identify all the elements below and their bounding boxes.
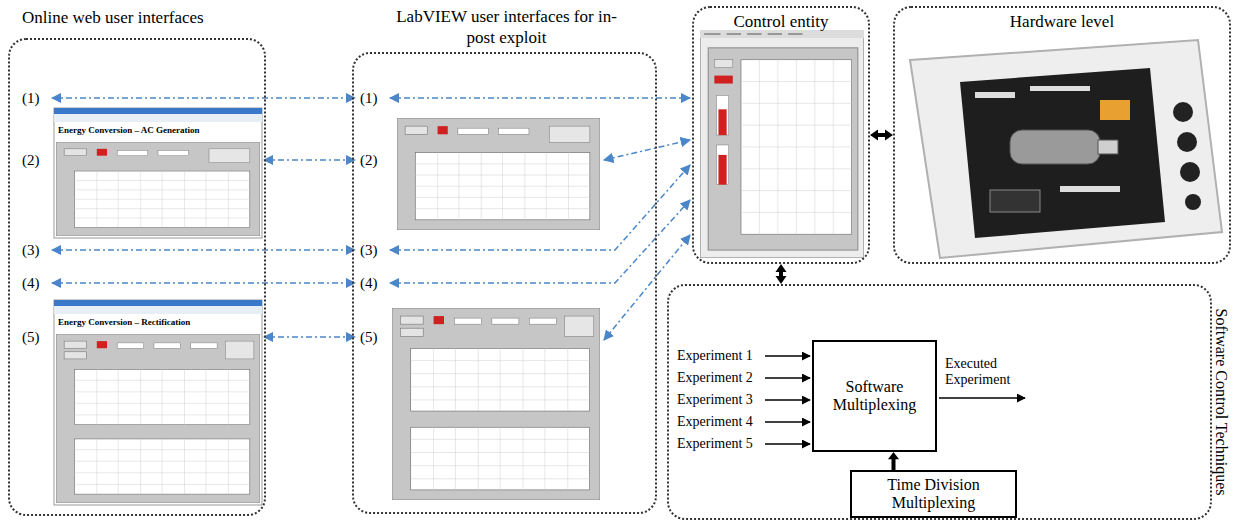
- panel-heading: Control entity: [694, 12, 868, 32]
- callout-number: (4): [360, 274, 378, 292]
- panel-heading: Hardware level: [895, 12, 1229, 32]
- box-label: Software Multiplexing: [818, 378, 931, 414]
- input-label: Experiment 2: [677, 369, 753, 387]
- connector-arrow: [870, 130, 893, 141]
- connector-arrow: [888, 452, 899, 470]
- callout-number: (1): [360, 89, 378, 107]
- panel-heading: LabVIEW user interfaces for in-post expl…: [394, 6, 619, 48]
- web-screenshot: [54, 300, 262, 505]
- arrow-head: [776, 264, 787, 272]
- process-box: Time Division Multiplexing: [850, 470, 1017, 518]
- callout-number: (5): [22, 328, 40, 346]
- labview-screenshot: [397, 118, 600, 230]
- arrow-shaft: [892, 458, 896, 470]
- arrow-head: [888, 452, 899, 459]
- callout-number: (2): [360, 151, 378, 169]
- web-screenshot: [54, 108, 262, 238]
- input-label: Experiment 1: [677, 347, 753, 365]
- callout-number: (1): [22, 89, 40, 107]
- callout-number: (5): [360, 328, 378, 346]
- panel-region: Control entity: [692, 6, 870, 264]
- arrow-head: [885, 130, 893, 141]
- dashed-link: [52, 98, 690, 340]
- output-label: Executed Experiment: [945, 356, 1025, 388]
- connector-arrow: [776, 264, 787, 284]
- panel-heading: Software Control Techniques: [1212, 309, 1230, 496]
- callout-number: (4): [22, 274, 40, 292]
- control-screenshot: [700, 30, 864, 258]
- input-label: Experiment 4: [677, 413, 753, 431]
- input-label: Experiment 5: [677, 435, 753, 453]
- input-label: Experiment 3: [677, 391, 753, 409]
- box-label: Time Division Multiplexing: [856, 476, 1011, 512]
- panel-region: Hardware level: [893, 6, 1231, 264]
- panel-region: Online web user interfaces: [8, 38, 266, 516]
- arrow-head: [776, 276, 787, 284]
- process-box: Software Multiplexing: [812, 340, 937, 452]
- callout-number: (3): [360, 241, 378, 259]
- hardware-board: [910, 40, 1222, 258]
- panel-heading: Online web user interfaces: [22, 8, 204, 28]
- window-title: Energy Conversion – AC Generation: [58, 125, 200, 136]
- arrow-shaft: [877, 133, 886, 137]
- arrow-head: [870, 130, 878, 141]
- panel-region: LabVIEW user interfaces for in-post expl…: [352, 52, 657, 514]
- callout-number: (2): [22, 151, 40, 169]
- window-title: Energy Conversion – Rectification: [58, 317, 190, 328]
- labview-screenshot: [392, 308, 600, 500]
- callout-number: (3): [22, 241, 40, 259]
